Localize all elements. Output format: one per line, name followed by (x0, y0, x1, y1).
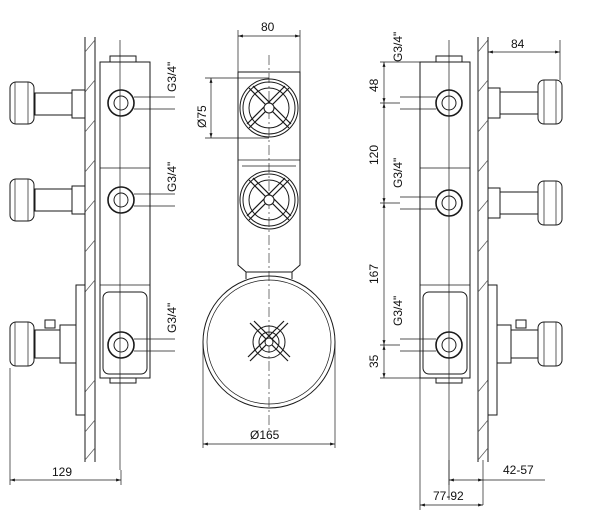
dim-120: 120 (367, 145, 381, 165)
dim-range-42-57: 42-57 (503, 463, 534, 477)
dim-48: 48 (367, 78, 381, 92)
right-wall (477, 37, 489, 462)
dim-range-77-92: 77-92 (433, 489, 464, 503)
dim-front-width: 80 (261, 20, 275, 34)
front-cross-handle-bottom (247, 320, 291, 362)
left-side-view: G3/4" G3/4" G3/4" 129 (9, 37, 179, 485)
right-port-top (435, 89, 463, 117)
left-thread-label-3: G3/4" (165, 303, 179, 333)
front-view: 80 (195, 20, 336, 448)
front-cross-handle-top (239, 78, 299, 138)
left-valve-body (99, 40, 151, 470)
right-thread-label-2: G3/4" (391, 158, 405, 188)
right-thread-label-3: G3/4" (391, 296, 405, 326)
right-port-bottom (435, 331, 463, 359)
left-handle-middle (9, 178, 86, 222)
left-thread-label-2: G3/4" (165, 162, 179, 192)
dim-round-diameter: Ø165 (250, 428, 280, 442)
right-thread-label-1: G3/4" (391, 32, 405, 62)
left-port-top (107, 89, 135, 117)
right-side-view: G3/4" G3/4" G3/4" 48 120 167 35 84 42-57… (367, 32, 563, 510)
left-handle-bottom (9, 284, 86, 416)
right-handle-top (487, 79, 563, 125)
left-thread-label-1: G3/4" (165, 62, 179, 92)
dim-cap-diameter: Ø75 (195, 105, 209, 128)
front-cross-handle-middle (239, 170, 299, 230)
right-handle-middle (487, 180, 563, 226)
dim-167: 167 (367, 264, 381, 284)
left-port-middle (107, 186, 135, 214)
dim-left-depth: 129 (52, 465, 72, 479)
left-port-bottom (107, 331, 135, 359)
dim-right-depth: 84 (511, 37, 525, 51)
left-handle-top (9, 81, 86, 125)
left-wall (84, 37, 96, 462)
right-port-middle (435, 189, 463, 217)
right-handle-bottom (487, 284, 563, 416)
dim-35: 35 (367, 354, 381, 368)
